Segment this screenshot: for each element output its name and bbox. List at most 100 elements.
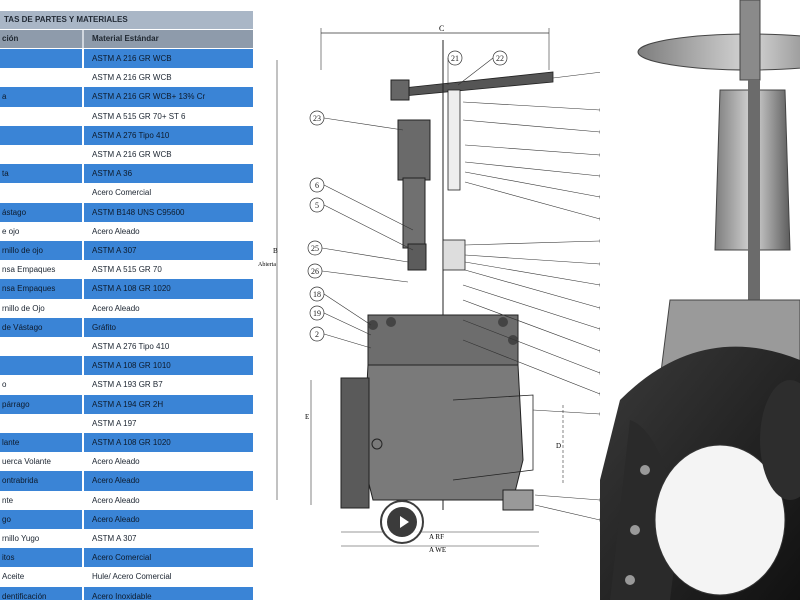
dim-awe-label: A WE — [429, 546, 446, 554]
table-row: a ASTM A 216 GR WCB+ 13% Cr — [0, 87, 253, 107]
table-row: ASTM A 515 GR 70+ ST 6 — [0, 106, 253, 126]
callout-leader — [462, 101, 601, 111]
row-part: rnillo Yugo — [2, 534, 40, 543]
row-material: Acero Aleado — [92, 457, 140, 467]
callout-label: 19 — [313, 309, 321, 318]
table-row: itos Acero Comercial — [0, 548, 253, 568]
table-row: ASTM A 276 Tipo 410 — [0, 337, 253, 357]
row-material: ASTM A 276 Tipo 410 — [92, 130, 170, 140]
callout-leader — [323, 293, 372, 326]
callout-label: 2 — [315, 330, 319, 339]
table-row: ASTM A 216 GR WCB — [0, 49, 253, 69]
row-material: Acero Aleado — [92, 476, 140, 486]
row-material: Gráfito — [92, 322, 117, 332]
table-row: rnillo de ojo ASTM A 307 — [0, 241, 253, 261]
callout-leader — [534, 504, 601, 521]
table-row: ASTM A 276 Tipo 410 — [0, 125, 253, 145]
row-part: ta — [2, 169, 9, 179]
row-part: nsa Empaques — [2, 265, 56, 275]
callout-leader — [323, 117, 404, 131]
row-material: Acero Inoxidable — [92, 591, 152, 600]
row-material: Hule/ Acero Comercial — [92, 572, 172, 582]
row-part: párrago — [2, 399, 30, 409]
table-row: uerca Volante Acero Aleado — [0, 452, 253, 472]
valve-technical-drawing: C B Abierta E D — [253, 0, 630, 600]
row-material: ASTM A 276 Tipo 410 — [92, 342, 170, 351]
row-part: itos — [2, 553, 15, 563]
dim-c-label: C — [439, 24, 444, 33]
row-material: ASTM A 193 GR B7 — [92, 380, 163, 390]
row-part: ástago — [2, 207, 27, 217]
table-header: ción Material Estándar — [0, 30, 253, 48]
callout-leader — [323, 184, 414, 231]
callout-leader — [462, 119, 601, 133]
callout-leader — [552, 71, 603, 79]
table-row: lante ASTM A 108 GR 1020 — [0, 433, 253, 453]
row-part: rnillo de Ojo — [2, 303, 45, 313]
row-material: ASTM A 197 — [92, 418, 137, 428]
callout-label: 22 — [496, 54, 504, 63]
row-part: ontrabrida — [2, 476, 39, 486]
row-material: ASTM A 216 GR WCB — [92, 150, 172, 159]
callout-leader — [321, 270, 409, 283]
row-material: ASTM A 216 GR WCB — [92, 73, 172, 83]
row-material: ASTM A 108 GR 1020 — [92, 284, 171, 294]
header-material: Material Estándar — [92, 34, 159, 43]
callout-leader — [464, 254, 601, 265]
callout-leader — [323, 333, 372, 349]
callout-leader — [464, 261, 601, 286]
row-material: ASTM A 307 — [92, 534, 137, 543]
row-material: Acero Comercial — [92, 188, 152, 198]
row-material: Acero Aleado — [92, 495, 140, 505]
row-material: Acero Comercial — [92, 553, 152, 563]
callout-leader — [464, 171, 601, 198]
play-icon — [400, 516, 409, 528]
callout-label: 25 — [311, 244, 319, 253]
table-row: rnillo Yugo ASTM A 307 — [0, 529, 253, 549]
row-material: ASTM A 307 — [92, 246, 137, 255]
callout-label: 26 — [311, 267, 319, 276]
row-part: Aceite — [2, 572, 25, 582]
table-row: nsa Empaques ASTM A 108 GR 1020 — [0, 279, 253, 299]
row-part: a — [2, 92, 7, 102]
row-material: ASTM A 216 GR WCB+ 13% Cr — [92, 92, 206, 102]
callout-label: 6 — [315, 181, 319, 190]
table-row: Acero Comercial — [0, 183, 253, 203]
header-part: ción — [2, 34, 19, 43]
table-row: de Vástago Gráfito — [0, 317, 253, 337]
video-play-button[interactable] — [380, 500, 424, 544]
dim-e-label: E — [305, 413, 309, 421]
table-row: ASTM A 216 GR WCB — [0, 145, 253, 165]
play-button-inner — [387, 507, 417, 537]
dim-b-sub: Abierta — [258, 262, 276, 268]
callout-leader — [323, 204, 414, 251]
row-material: ASTM A 108 GR 1020 — [92, 438, 171, 447]
callout-label: 18 — [313, 290, 321, 299]
row-material: Acero Aleado — [92, 514, 140, 524]
row-material: ASTM A 108 GR 1010 — [92, 361, 171, 371]
table-row: e ojo Acero Aleado — [0, 221, 253, 241]
row-material: Acero Aleado — [92, 226, 140, 236]
row-part: nte — [2, 495, 14, 505]
row-part: de Vástago — [2, 322, 43, 332]
row-part: nsa Empaques — [2, 284, 56, 294]
row-part: e ojo — [2, 226, 20, 236]
row-part: dentificación — [2, 591, 47, 600]
callout-label: 23 — [313, 114, 321, 123]
table-row: Aceite Hule/ Acero Comercial — [0, 567, 253, 587]
callout-leader — [457, 57, 494, 86]
dim-arf-label: A RF — [429, 533, 444, 541]
row-part: lante — [2, 438, 20, 447]
row-material: ASTM A 216 GR WCB — [92, 54, 172, 63]
callout-leader — [321, 247, 409, 263]
callout-leader — [464, 161, 601, 177]
row-part: uerca Volante — [2, 457, 51, 467]
callout-label: 21 — [451, 54, 459, 63]
row-part: rnillo de ojo — [2, 246, 43, 255]
